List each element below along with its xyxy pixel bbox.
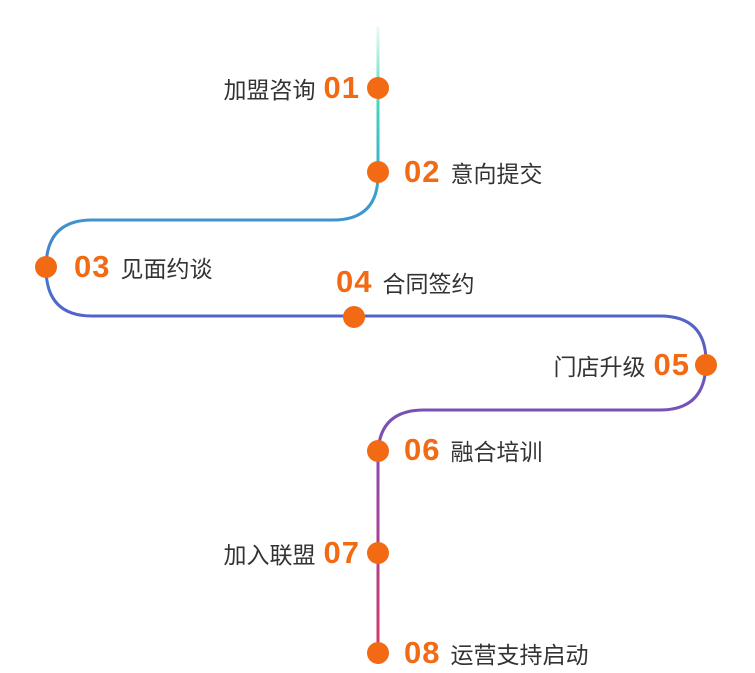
step-04: 04 合同签约 — [336, 262, 474, 302]
step-02-label: 意向提交 — [450, 162, 543, 188]
step-01-number: 01 — [323, 70, 360, 105]
step-dot-01 — [367, 77, 389, 99]
process-path — [44, 26, 708, 657]
step-dot-04 — [343, 306, 365, 328]
step-06-label: 融合培训 — [450, 440, 543, 466]
step-dot-05 — [695, 354, 717, 376]
step-dot-07 — [367, 542, 389, 564]
step-07-number: 07 — [323, 535, 360, 570]
step-08: 08 运营支持启动 — [404, 633, 588, 673]
step-03: 03 见面约谈 — [74, 247, 212, 287]
step-dots — [35, 77, 717, 664]
step-03-number: 03 — [74, 249, 111, 284]
step-08-label: 运营支持启动 — [450, 643, 589, 669]
step-01-label: 加盟咨询 — [223, 78, 316, 104]
step-06-number: 06 — [404, 432, 441, 467]
step-dot-02 — [367, 161, 389, 183]
step-01: 加盟咨询 01 — [150, 68, 360, 108]
step-05-number: 05 — [653, 347, 690, 382]
step-03-label: 见面约谈 — [120, 257, 213, 283]
step-04-number: 04 — [336, 264, 373, 299]
step-05: 门店升级 05 — [480, 345, 690, 385]
step-06: 06 融合培训 — [404, 430, 542, 470]
step-02-number: 02 — [404, 154, 441, 189]
step-05-label: 门店升级 — [553, 355, 646, 381]
step-07-label: 加入联盟 — [223, 543, 316, 569]
step-08-number: 08 — [404, 635, 441, 670]
step-dot-08 — [367, 642, 389, 664]
step-dot-03 — [35, 256, 57, 278]
step-02: 02 意向提交 — [404, 152, 542, 192]
step-dot-06 — [367, 440, 389, 462]
step-07: 加入联盟 07 — [150, 533, 360, 573]
step-04-label: 合同签约 — [382, 272, 475, 298]
